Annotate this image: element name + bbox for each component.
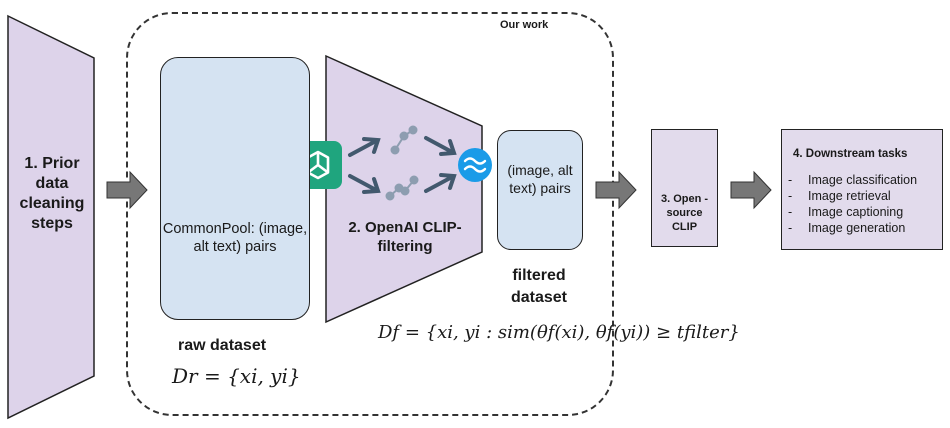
prior-cleaning-label: 1. Prior data cleaning steps	[19, 155, 85, 232]
prior-cleaning-shape	[7, 14, 95, 420]
arrow-icon-embed-top-to-wave	[424, 136, 457, 156]
embedding-nodes-icon	[385, 175, 419, 201]
clip-filtering-label: 2. OpenAI CLIP-filtering	[348, 219, 462, 255]
raw-dataset-box	[160, 57, 310, 320]
arrow-icon-openai-to-embed-top	[348, 137, 381, 157]
our-work-label: Our work	[500, 19, 549, 31]
wave-circle-icon	[458, 148, 492, 182]
downstream-task-item: Image classification	[788, 172, 917, 188]
filtered-dataset-label: filtered dataset	[510, 267, 568, 306]
downstream-task-item: Image retrieval	[788, 188, 917, 204]
arrow-icon-embed-bottom-to-wave	[424, 173, 457, 193]
filtered-dataset-box	[497, 130, 583, 250]
downstream-tasks-title: 4. Downstream tasks	[793, 148, 908, 160]
filtered-dataset-text: (image, alt text) pairs	[507, 162, 573, 196]
open-source-clip-label: 3. Open -source CLIP	[660, 193, 709, 233]
flow-arrow-2	[595, 170, 637, 210]
downstream-task-item: Image generation	[788, 220, 917, 236]
raw-dataset-formula: Dr = {xi, yi}	[172, 364, 301, 388]
downstream-tasks-list: Image classification Image retrieval Ima…	[788, 172, 917, 236]
arrow-icon-openai-to-embed-bottom	[348, 174, 381, 194]
flow-arrow-3	[730, 170, 772, 210]
raw-dataset-text: CommonPool: (image, alt text) pairs	[162, 221, 308, 255]
raw-dataset-label: raw dataset	[178, 337, 267, 354]
open-source-clip-box	[651, 129, 718, 247]
filtered-dataset-formula: Df = {xi, yi : sim(θf(xi), θf(yi)) ≥ tfi…	[378, 322, 740, 343]
downstream-task-item: Image captioning	[788, 204, 917, 220]
flow-arrow-1	[106, 170, 148, 210]
our-work-group	[126, 12, 614, 416]
embedding-nodes-icon	[390, 125, 418, 155]
